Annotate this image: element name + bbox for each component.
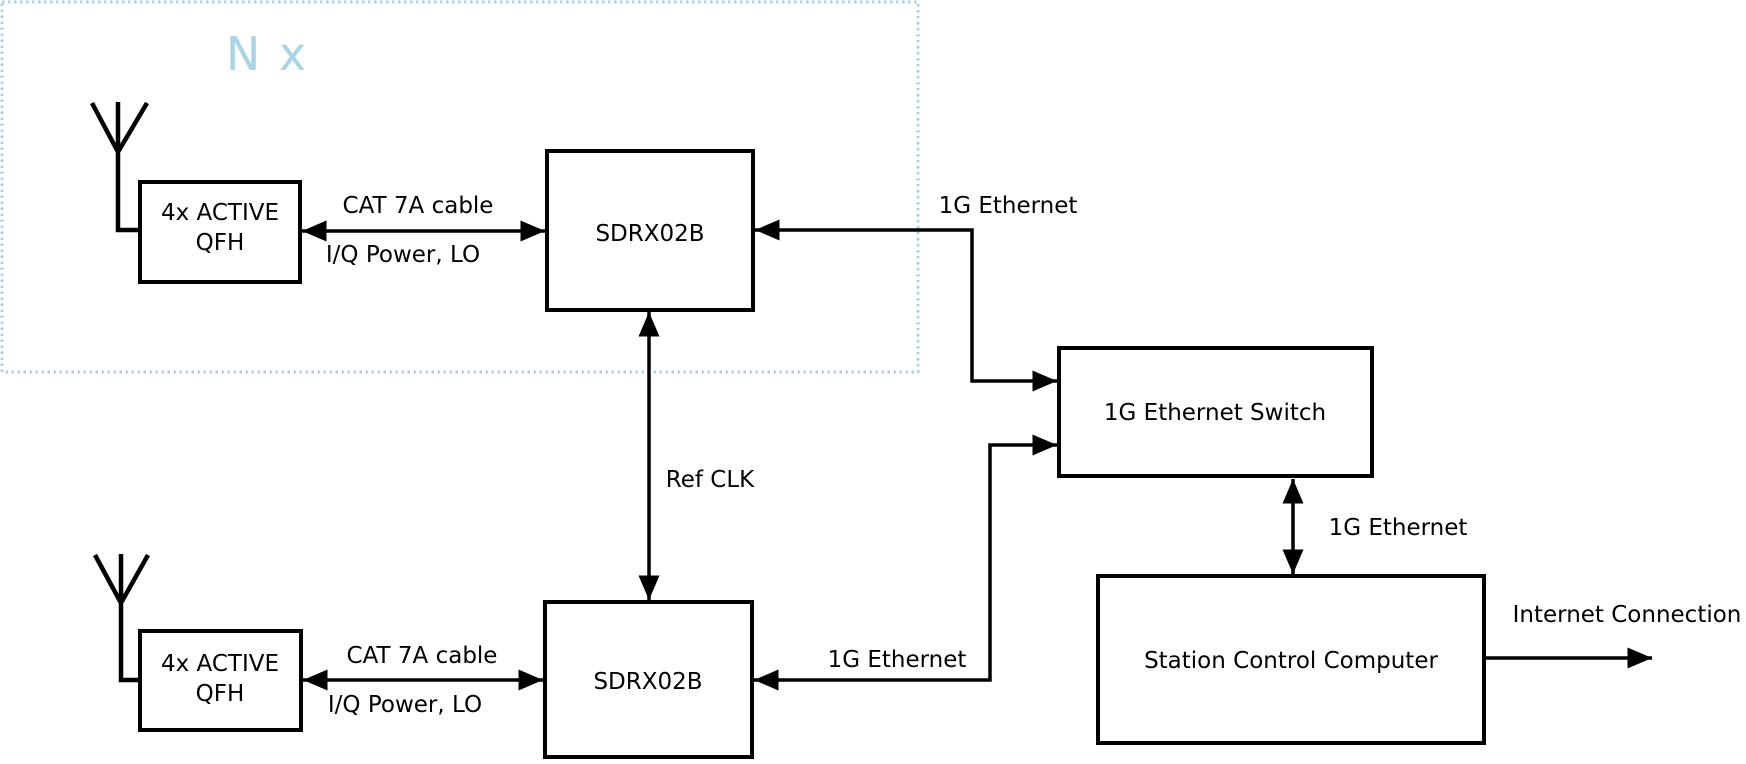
iq-power-lower-label: I/Q Power, LO [328,692,482,718]
ref-clk-label: Ref CLK [666,467,755,493]
sdrx-upper-label: SDRX02B [595,221,704,247]
qfh-lower-label-line2: QFH [196,681,245,707]
sdrx-lower-box [543,600,754,759]
ethernet-switch-box [1057,346,1374,478]
cat7a-lower-label: CAT 7A cable [347,643,498,669]
qfh-upper-label-line1: 4x ACTIVE [161,200,279,226]
station-computer-box [1096,574,1486,745]
qfh-upper-label-line2: QFH [196,230,245,256]
cat7a-upper-label: CAT 7A cable [343,193,494,219]
qfh-lower-box [138,629,303,732]
ethernet-switch-label: 1G Ethernet Switch [1104,400,1326,426]
sdrx-upper-box [545,149,755,312]
multiplier-label: N x [226,27,308,81]
eth-lower-connector [754,434,1057,691]
qfh-upper-box [138,180,302,284]
eth-upper-label: 1G Ethernet [939,193,1078,219]
internet-label: Internet Connection [1513,602,1742,628]
eth-switch-pc-label: 1G Ethernet [1329,515,1468,541]
station-computer-label: Station Control Computer [1144,648,1438,674]
replication-group-box [0,0,920,374]
sdrx-lower-label: SDRX02B [593,669,702,695]
eth-upper-connector [755,219,1057,392]
iq-power-upper-label: I/Q Power, LO [326,242,480,268]
qfh-lower-label-line1: 4x ACTIVE [161,651,279,677]
antenna-icon [93,553,150,683]
antenna-icon [90,101,149,233]
eth-lower-label: 1G Ethernet [828,647,967,673]
